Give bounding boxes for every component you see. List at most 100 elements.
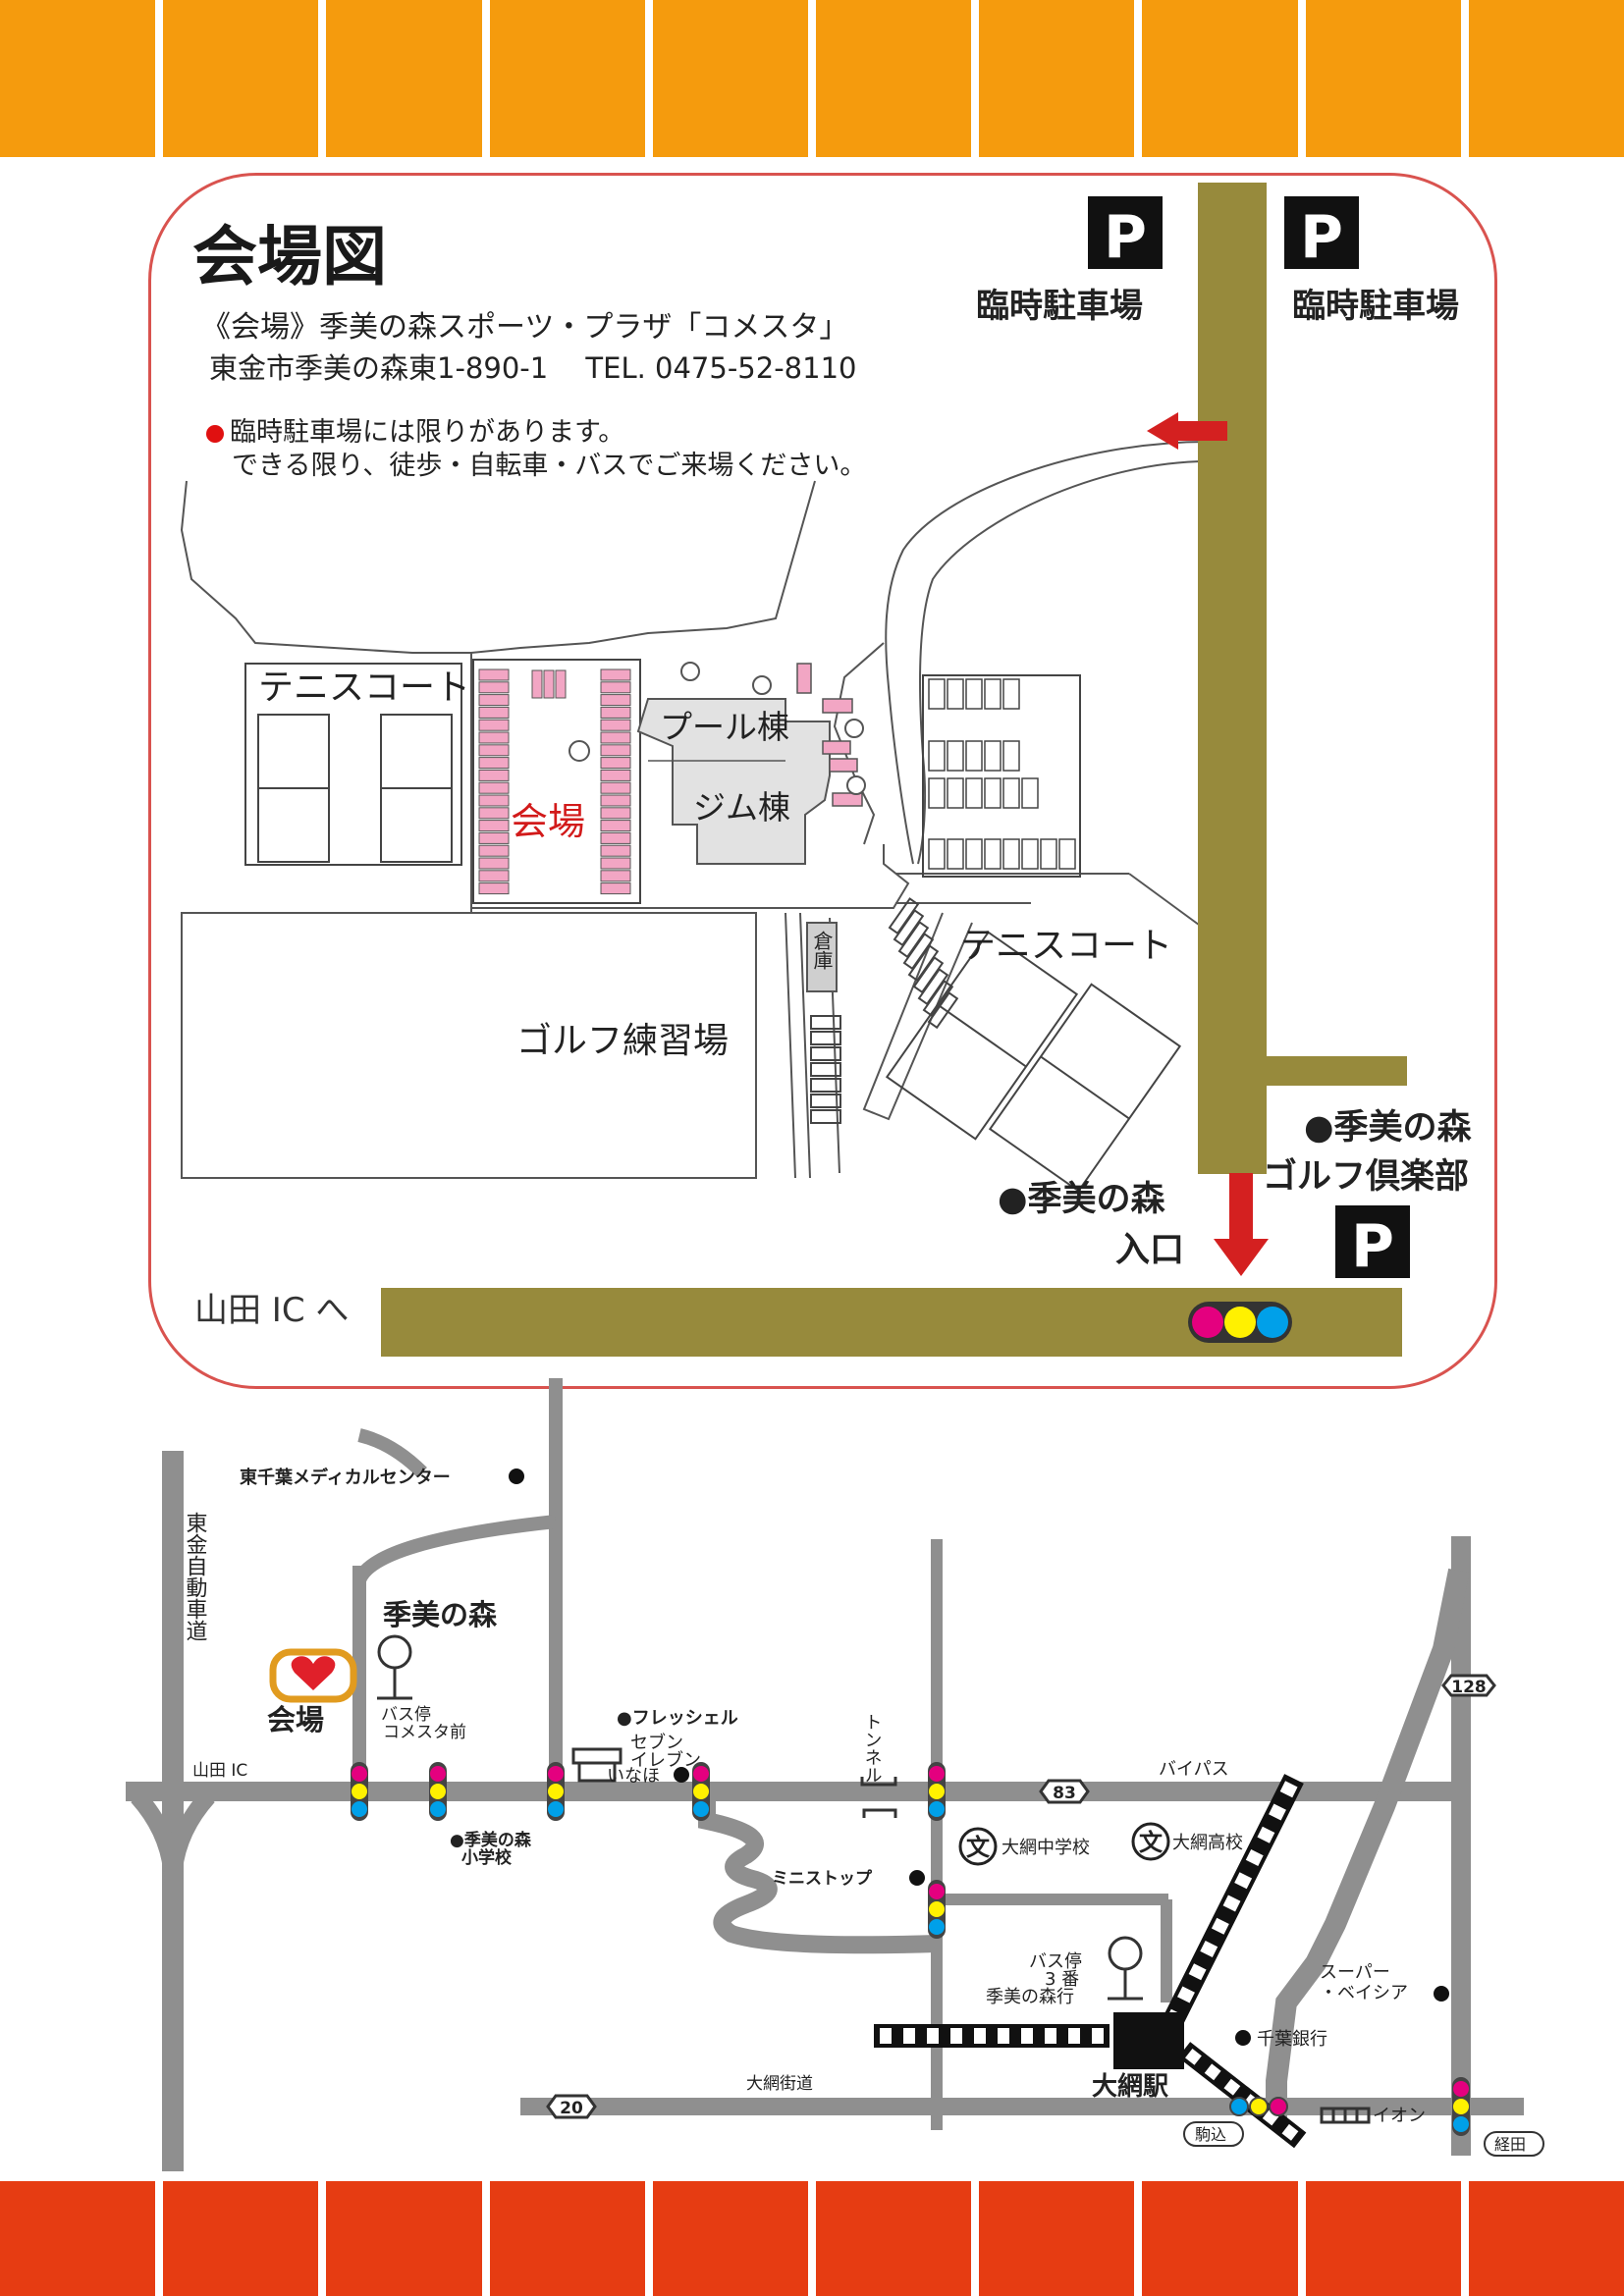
lot-stall	[965, 777, 983, 809]
lot-stall	[947, 678, 964, 710]
lot-stall	[928, 777, 946, 809]
signal-light-cyan	[929, 1919, 945, 1935]
storage-shed	[806, 922, 838, 992]
railway-segment	[998, 2028, 1009, 2044]
right-parking-lot	[922, 674, 1081, 878]
venue-stall	[543, 669, 555, 699]
lot-stall	[1021, 838, 1039, 870]
lot-stall	[984, 678, 1001, 710]
railway-segment	[1045, 2028, 1056, 2044]
railway-segment	[1204, 2063, 1221, 2081]
signal-light	[1229, 2097, 1249, 2116]
lot-stall	[1002, 740, 1020, 772]
railway-segment	[1281, 2123, 1299, 2141]
venue-stall	[531, 669, 543, 699]
lot-stall	[1002, 777, 1020, 809]
signal-light-yellow	[693, 1784, 709, 1799]
railway	[874, 1774, 1307, 2149]
venue-map: P P P 臨時駐車場 臨時駐車場 テニスコート プール棟 ジム棟 会場 倉庫 …	[180, 183, 1473, 1357]
lot-stall	[965, 678, 983, 710]
aeon-label: イオン	[1373, 2106, 1426, 2126]
expressway-label: 東金自動車道	[183, 1512, 208, 1641]
signal-light-yellow	[929, 1901, 945, 1917]
parking-sign-right-label: P	[1300, 203, 1343, 272]
right-lot-stalls	[928, 678, 1076, 870]
venue-stall	[600, 681, 631, 694]
golf-side-stall	[810, 1109, 841, 1124]
oami-station-block	[1113, 2012, 1184, 2069]
railway-curve	[1177, 2042, 1307, 2149]
signal-light-cyan	[1453, 2116, 1469, 2132]
venue-stall	[478, 781, 510, 794]
tunnel-label: トンネル	[862, 1713, 883, 1784]
golf-side-stalls	[810, 1015, 841, 1124]
komagome-oval	[1183, 2121, 1244, 2147]
golf-club-label-1: ●季美の森	[1304, 1108, 1473, 1148]
area-roads	[126, 1378, 1524, 2171]
tennis-right-label: テニスコート	[960, 926, 1172, 966]
komagome-label: 駒込	[1195, 2125, 1226, 2144]
ministop-label: ミニストップ	[772, 1868, 873, 1889]
venue-stalls	[478, 668, 631, 895]
school-icon-2: 文	[1139, 1829, 1164, 1856]
red-arrows	[1147, 412, 1269, 1276]
golf-club-label-2: ゴルフ倶楽部	[1263, 1156, 1469, 1197]
venue-stall	[478, 769, 510, 781]
lot-stall	[1002, 838, 1020, 870]
bus-stop1-label-1: バス停	[381, 1705, 431, 1725]
school-marks: 文 文	[958, 1822, 1170, 1866]
railway-segment	[927, 2028, 939, 2044]
railway-segment	[1068, 2028, 1080, 2044]
railway-segment	[1223, 2078, 1241, 2096]
lot-stall	[928, 740, 946, 772]
parking-sign-right: P	[1284, 196, 1359, 272]
chiba-bank-label: 千葉銀行	[1257, 2029, 1327, 2050]
parking-sign-golf-label: P	[1351, 1212, 1394, 1281]
signal-light-cyan	[430, 1801, 446, 1817]
medical-center-label: 東千葉メディカルセンター	[240, 1467, 451, 1488]
super-label-1: スーパー	[1320, 1962, 1390, 1983]
signal-light-yellow	[929, 1784, 945, 1799]
venue-stall	[478, 820, 510, 832]
bus-stop1-label-2: コメスタ前	[383, 1723, 466, 1742]
lot-stall	[947, 777, 964, 809]
seven-label-1: セブン	[630, 1732, 683, 1753]
venue-parking-area	[472, 659, 641, 904]
signal-light-magenta	[548, 1766, 564, 1782]
route-83-shield: 83	[1039, 1779, 1090, 1804]
svg-text:20: 20	[560, 2099, 583, 2118]
venue-map-frame	[148, 173, 1497, 1389]
venue-stall	[478, 719, 510, 731]
golf-side-stall	[810, 1031, 841, 1045]
diagonal-stalls	[888, 897, 959, 1030]
lot-stall	[928, 678, 946, 710]
venue-stall	[478, 831, 510, 844]
railway-segment	[1021, 2028, 1033, 2044]
lot-stall	[1021, 777, 1039, 809]
temp-parking-right-label: 臨時駐車場	[1292, 287, 1459, 326]
gym-label: ジム棟	[693, 788, 790, 827]
venue-stall	[478, 744, 510, 757]
signal-light-cyan	[548, 1801, 564, 1817]
venue-marker	[269, 1648, 357, 1703]
lot-stall	[965, 740, 983, 772]
signal-light-magenta	[430, 1766, 446, 1782]
signal-light-yellow	[352, 1784, 367, 1799]
fresshel-label: ●フレッシェル	[617, 1708, 738, 1729]
tennis-court-right	[885, 931, 1182, 1193]
yamada-ic-label: 山田 IC へ	[194, 1291, 349, 1330]
lot-stall	[1040, 838, 1057, 870]
tennis-court-left	[244, 663, 462, 866]
venue-stall	[478, 668, 510, 681]
lot-stall	[947, 740, 964, 772]
high-school-label: 大網高校	[1172, 1833, 1243, 1853]
entrance-label-2: 入口	[1115, 1231, 1184, 1270]
lot-stall	[947, 838, 964, 870]
railway-segment	[1092, 2028, 1104, 2044]
aeon-store-icon	[1320, 2107, 1371, 2124]
route-128-shield: 128	[1441, 1674, 1496, 1697]
venue-stall	[600, 744, 631, 757]
venue-stall	[600, 807, 631, 820]
venue-stall	[478, 857, 510, 870]
lot-stall	[1002, 678, 1020, 710]
